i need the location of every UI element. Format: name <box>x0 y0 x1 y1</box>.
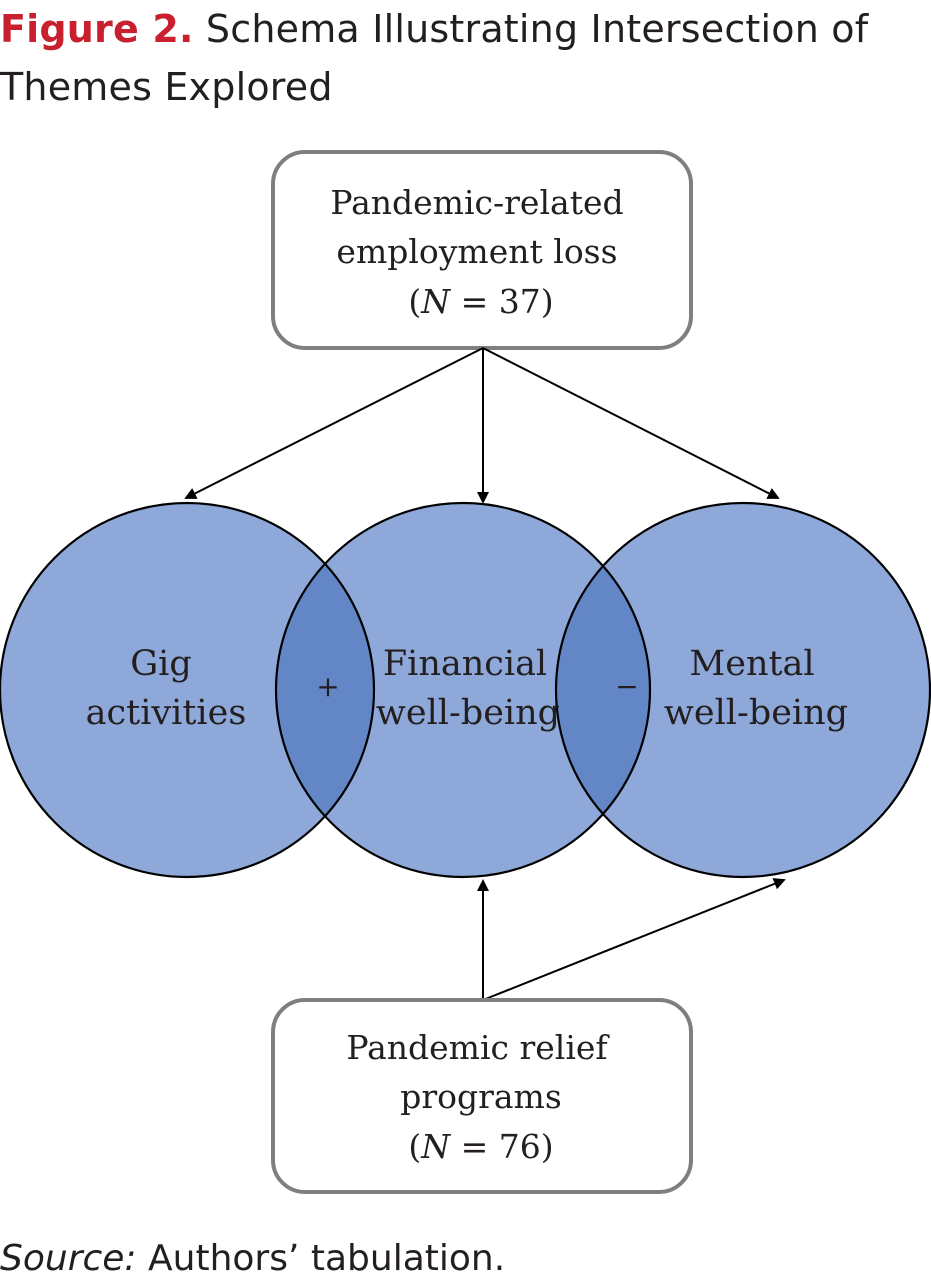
figure-title: Schema Illustrating Intersection of Them… <box>0 7 869 109</box>
mental-label-line2: well-being <box>664 693 848 733</box>
relief-programs-line2: programs <box>400 1077 562 1116</box>
positive-sign: + <box>316 670 339 703</box>
employment-loss-line1: Pandemic-related <box>330 183 623 222</box>
employment-loss-count: (N = 37) <box>408 282 553 321</box>
relief-programs-line1: Pandemic relief <box>346 1028 610 1067</box>
arrow-to-gig <box>184 347 484 499</box>
figure-caption: Figure 2. Schema Illustrating Intersecti… <box>0 0 931 116</box>
employment-loss-line2: employment loss <box>336 232 617 271</box>
financial-label-line1: Financial <box>383 644 547 684</box>
source-label: Source: <box>0 1238 137 1279</box>
financial-label-line2: well-being <box>376 693 560 733</box>
financial-well-being-circle <box>276 503 650 877</box>
gig-label-line1: Gig <box>130 644 192 684</box>
relief-programs-count: (N = 76) <box>408 1127 553 1166</box>
gig-label-line2: activities <box>86 693 247 733</box>
mental-well-being-circle <box>556 503 930 877</box>
relief-programs-box <box>271 998 693 1194</box>
arrow-to-mental <box>482 347 780 499</box>
mental-label-line1: Mental <box>689 644 814 684</box>
arrow-relief-to-mental <box>482 878 786 1001</box>
negative-sign: − <box>615 670 638 703</box>
source-text: Authors’ tabulation. <box>136 1238 506 1279</box>
gig-activities-circle <box>0 503 374 877</box>
source-note: Source: Authors’ tabulation. <box>0 1238 505 1279</box>
figure-label: Figure 2. <box>0 7 194 51</box>
